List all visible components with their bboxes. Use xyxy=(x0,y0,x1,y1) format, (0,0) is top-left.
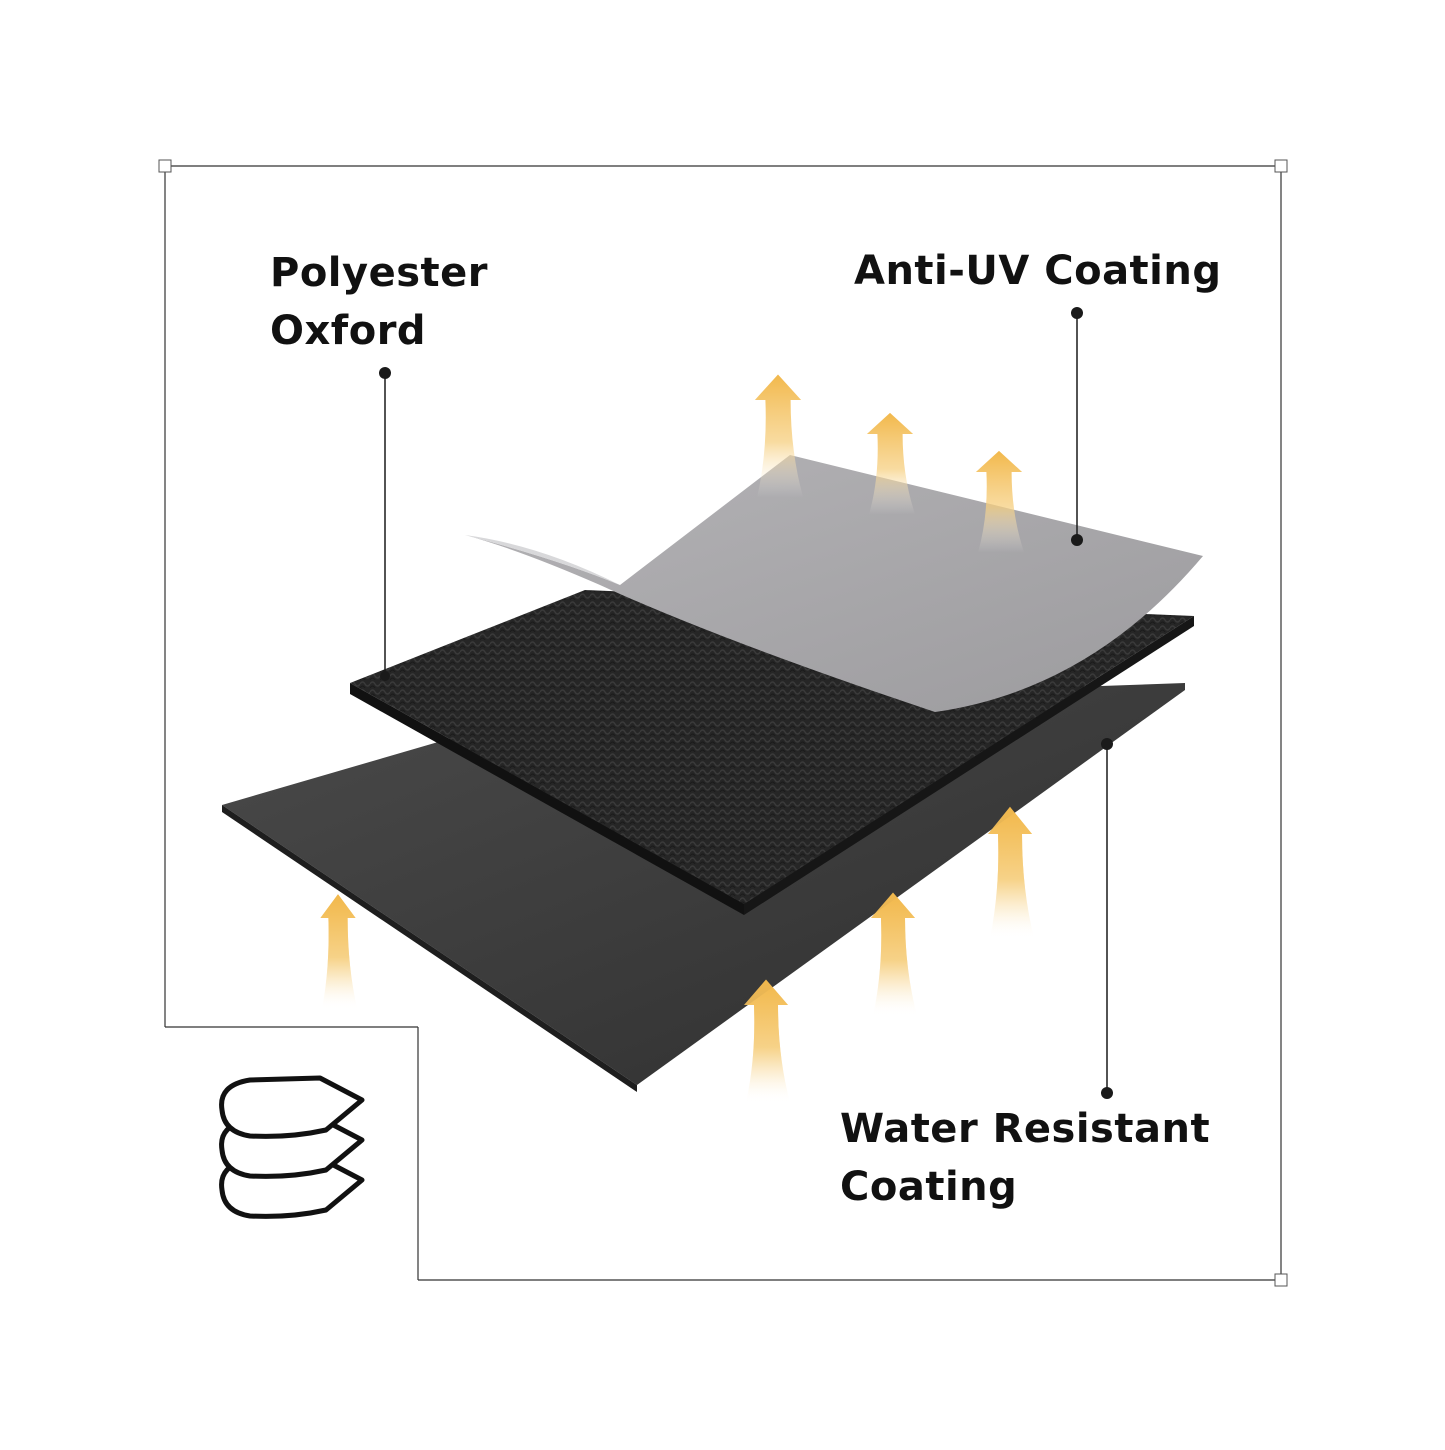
stacked-layers-icon xyxy=(219,1075,365,1219)
label-polyester-line1: Polyester xyxy=(270,250,488,296)
water-resistant-layer-edge xyxy=(222,805,637,1092)
leader-anti-uv xyxy=(1071,307,1083,546)
label-water-resistant-coating: Water Resistant Coating xyxy=(840,1100,1210,1216)
anti-uv-layer xyxy=(465,455,1203,712)
polyester-oxford-layer-edge xyxy=(350,683,744,915)
label-anti-uv-coating: Anti-UV Coating xyxy=(854,242,1222,300)
frame-corner-handles xyxy=(158,159,1288,1287)
label-polyester-line2: Oxford xyxy=(270,308,427,354)
label-anti-uv-line1: Anti-UV Coating xyxy=(854,248,1222,294)
label-water-line1: Water Resistant xyxy=(840,1106,1211,1152)
leader-water xyxy=(1101,738,1113,1099)
label-polyester-oxford: Polyester Oxford xyxy=(270,244,488,360)
leader-polyester xyxy=(379,367,391,681)
frame-lines xyxy=(164,165,1282,1281)
label-water-line2: Coating xyxy=(840,1164,1018,1210)
